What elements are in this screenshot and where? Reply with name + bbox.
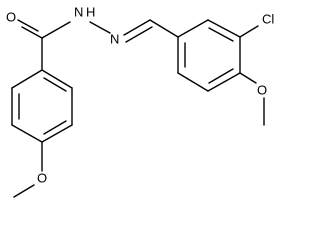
bond: [207, 72, 241, 92]
imine-double-bond: [123, 19, 151, 36]
aromatic-double-bond: [43, 120, 67, 135]
chlorine-bond: [239, 25, 259, 38]
amide-hydrogen-label: H: [86, 5, 95, 20]
imine-nitrogen-label: N: [110, 32, 119, 47]
bond: [177, 72, 209, 92]
bond: [41, 124, 73, 143]
bond: [177, 19, 209, 38]
aromatic-double-bond: [208, 27, 234, 42]
right-benzene-ring: [177, 19, 241, 92]
bond: [11, 69, 43, 89]
left-benzene-ring: [11, 69, 73, 143]
imine-double-bond-second: [125, 26, 153, 43]
carbonyl-oxygen-label: O: [6, 10, 16, 25]
amide-bond: [41, 21, 71, 39]
aromatic-double-bond: [43, 77, 67, 92]
carbonyl-double-bond: [21, 26, 43, 39]
bond: [207, 19, 241, 38]
methyl-bond-left: [13, 184, 35, 198]
methoxy-oxygen-right-label: O: [257, 83, 267, 98]
chlorine-label: Cl: [262, 12, 274, 27]
bond: [41, 69, 73, 89]
carbonyl-double-bond-second: [17, 19, 39, 32]
methine-to-ring-bond: [149, 19, 179, 38]
bond: [11, 124, 43, 143]
methoxy-oxygen-left-label: O: [37, 171, 47, 186]
aromatic-double-bond: [208, 68, 234, 84]
nitrogen-nitrogen-bond: [89, 21, 111, 34]
methoxy-o-bond-right: [239, 72, 257, 84]
amide-nitrogen-label: N: [74, 5, 83, 20]
structure-diagram: O N H N Cl O O: [6, 5, 274, 198]
